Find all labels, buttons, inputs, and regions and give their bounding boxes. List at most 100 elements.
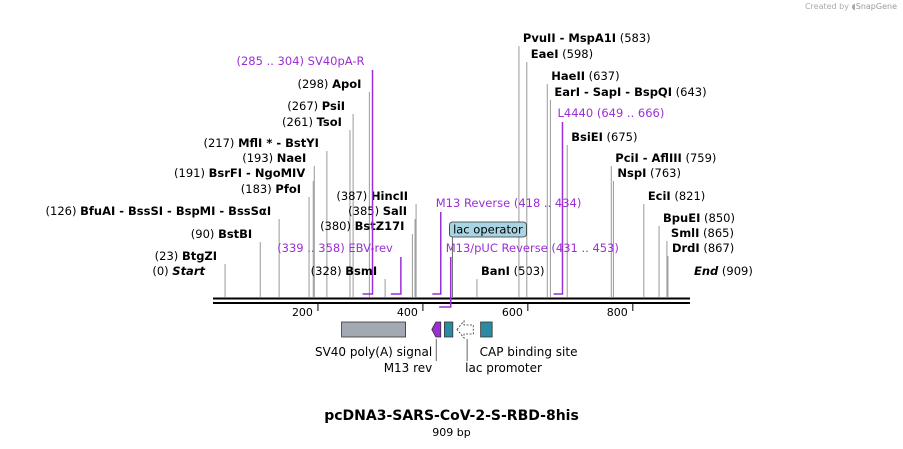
primer-range: (285 .. 304) xyxy=(237,54,308,68)
primer: M13 Reverse (418 .. 434) xyxy=(432,196,581,295)
enzyme-name: BstZ17I xyxy=(355,219,405,233)
enzyme-name: SalI xyxy=(383,204,407,218)
enzyme-coord: (385) xyxy=(348,204,383,218)
enzyme-name: EciI xyxy=(648,189,671,203)
enzyme-site: EciI (821) xyxy=(648,189,706,203)
enzyme-site: (387) HincII xyxy=(336,189,408,203)
enzyme-label: (126) BfuAI - BssSI - BspMI - BssSαI xyxy=(46,204,272,218)
enzyme-site: (126) BfuAI - BssSI - BspMI - BssSαI xyxy=(46,204,272,218)
enzyme-site: (193) NaeI xyxy=(242,151,306,165)
axis-tick-label: 400 xyxy=(397,306,418,319)
enzyme-coord: (759) xyxy=(682,151,717,165)
enzyme-label: PciI - AflIII (759) xyxy=(615,151,716,165)
enzyme-label: (380) BstZ17I xyxy=(320,219,404,233)
enzyme-name: BtgZI xyxy=(182,249,217,263)
enzyme-name: Start xyxy=(172,264,205,278)
enzyme-coord: (763) xyxy=(646,166,681,180)
axis-tick-label: 200 xyxy=(292,306,313,319)
enzyme-label: BpuEI (850) xyxy=(663,211,735,225)
enzyme-name: BsrFI - NgoMIV xyxy=(209,166,306,180)
enzyme-coord: (675) xyxy=(603,130,638,144)
primer: (285 .. 304) SV40pA-R xyxy=(237,54,374,295)
enzyme-name: BstBI xyxy=(218,227,252,241)
axis-tick-label: 800 xyxy=(607,306,628,319)
enzyme-name: PvuII - MspA1I xyxy=(523,31,616,45)
primer-name: SV40pA-R xyxy=(308,54,365,68)
enzyme-coord: (637) xyxy=(585,69,620,83)
enzyme-name: BpuEI xyxy=(663,211,700,225)
feature-label-lac-promoter: lac promoter xyxy=(465,361,542,375)
primer-label: (339 .. 358) EBV-rev xyxy=(277,241,393,255)
enzyme-coord: (598) xyxy=(559,47,594,61)
primer-label: L4440 (649 .. 666) xyxy=(557,106,664,120)
enzyme-name: NaeI xyxy=(277,151,306,165)
primer-name: M13 Reverse xyxy=(436,196,514,210)
primer-bar xyxy=(362,293,374,295)
enzyme-coord: (0) xyxy=(152,264,172,278)
primer-range: (649 .. 666) xyxy=(597,106,665,120)
enzyme-site: HaeII (637) xyxy=(551,69,619,83)
enzyme-coord: (90) xyxy=(191,227,218,241)
enzyme-name: EarI - SapI - BspQI xyxy=(554,85,672,99)
feature-arrow xyxy=(431,321,442,338)
enzyme-label: (385) SalI xyxy=(348,204,407,218)
enzyme-name: SmlI xyxy=(671,226,700,240)
enzyme-site: (328) BsmI xyxy=(311,264,377,278)
enzyme-site: NspI (763) xyxy=(617,166,681,180)
lac-operator-label-box xyxy=(449,221,527,238)
backbone-bottom-strand xyxy=(213,302,690,304)
enzyme-name: BsiEI xyxy=(571,130,603,144)
enzyme-label: (183) PfoI xyxy=(241,182,301,196)
credit-brand: SnapGene xyxy=(855,2,897,11)
enzyme-coord: (583) xyxy=(616,31,651,45)
primer-range: (431 .. 453) xyxy=(551,241,619,255)
primer-label: M13/pUC Reverse (431 .. 453) xyxy=(446,241,619,255)
enzyme-coord: (298) xyxy=(297,77,332,91)
enzyme-label: (217) MflI * - BstYI xyxy=(204,136,319,150)
enzyme-coord: (328) xyxy=(311,264,346,278)
snapgene-logo-icon: ◖ xyxy=(851,2,856,11)
credit-prefix: Created by xyxy=(804,2,849,11)
enzyme-label: (191) BsrFI - NgoMIV xyxy=(174,166,305,180)
primer: L4440 (649 .. 666) xyxy=(553,106,664,295)
plasmid-length: 909 bp xyxy=(432,426,471,439)
enzyme-label: PvuII - MspA1I (583) xyxy=(523,31,651,45)
enzyme-site: (191) BsrFI - NgoMIV xyxy=(174,166,305,180)
primer: M13/pUC Reverse (431 .. 453) xyxy=(439,241,619,308)
enzyme-label: (90) BstBI xyxy=(191,227,252,241)
snapgene-credit: Created by ◖SnapGene xyxy=(805,2,897,11)
enzyme-name: PciI - AflIII xyxy=(615,151,682,165)
enzyme-site: (380) BstZ17I xyxy=(320,219,404,233)
enzyme-site: EarI - SapI - BspQI (643) xyxy=(554,85,706,99)
enzyme-coord: (193) xyxy=(242,151,277,165)
enzyme-label: SmlI (865) xyxy=(671,226,734,240)
enzyme-coord: (909) xyxy=(718,264,753,278)
enzyme-coord: (267) xyxy=(287,99,322,113)
primer-bar xyxy=(439,293,452,308)
enzyme-name: MflI * - BstYI xyxy=(238,136,319,150)
enzyme-site: BpuEI (850) xyxy=(663,211,735,225)
enzyme-coord: (867) xyxy=(700,241,735,255)
enzyme-name: ApoI xyxy=(332,77,361,91)
enzyme-site: SmlI (865) xyxy=(671,226,734,240)
enzyme-site: BsiEI (675) xyxy=(571,130,637,144)
enzyme-site: (385) SalI xyxy=(348,204,407,218)
enzyme-label: (23) BtgZI xyxy=(155,249,217,263)
feature-label-m13-rev: M13 rev xyxy=(384,361,433,375)
enzyme-label: HaeII (637) xyxy=(551,69,619,83)
enzyme-coord: (191) xyxy=(174,166,209,180)
primer-bar xyxy=(390,293,402,295)
enzyme-site: (183) PfoI xyxy=(241,182,301,196)
primer-name: M13/pUC Reverse xyxy=(446,241,552,255)
enzyme-name: PsiI xyxy=(322,99,345,113)
enzyme-coord: (380) xyxy=(320,219,355,233)
enzyme-site: PvuII - MspA1I (583) xyxy=(523,31,651,45)
enzyme-site: (267) PsiI xyxy=(287,99,345,113)
primer-bar xyxy=(432,293,442,295)
enzyme-label: (298) ApoI xyxy=(297,77,361,91)
enzyme-site: DrdI (867) xyxy=(672,241,734,255)
feature-label-sv40-polya: SV40 poly(A) signal xyxy=(315,345,432,359)
enzyme-site: (261) TsoI xyxy=(282,115,342,129)
primer-name: EBV-rev xyxy=(348,241,393,255)
enzyme-name: BfuAI - BssSI - BspMI - BssSαI xyxy=(80,204,271,218)
